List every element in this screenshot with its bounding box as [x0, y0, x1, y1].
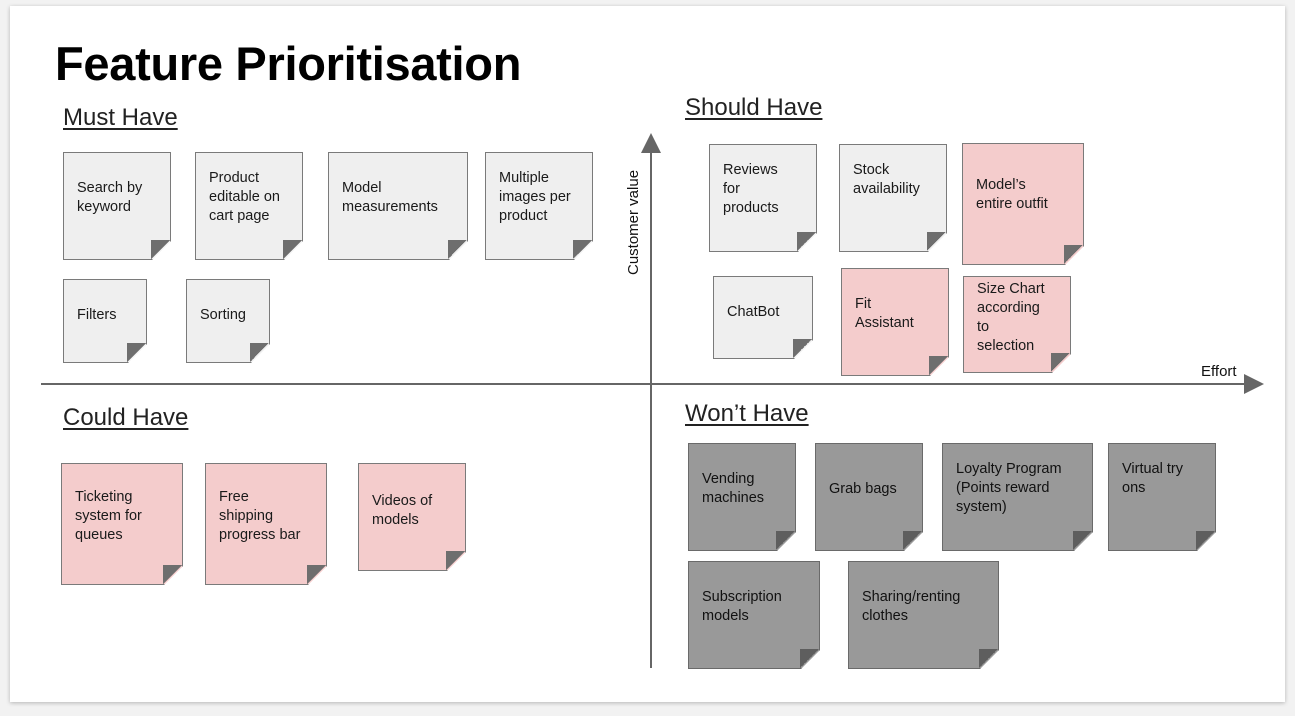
- note-text: Reviews for products: [723, 162, 779, 216]
- note-models-entire-outfit[interactable]: Model’s entire outfit: [962, 143, 1084, 265]
- note-text: Size Chart according to selection: [977, 281, 1045, 354]
- x-axis-label: Effort: [1201, 363, 1237, 380]
- note-text: Search by keyword: [77, 180, 143, 215]
- note-videos-of-models[interactable]: Videos of models: [358, 463, 466, 571]
- heading-must-have: Must Have: [63, 104, 178, 131]
- note-subscription-models[interactable]: Subscription models: [688, 561, 820, 669]
- note-text: Product editable on cart page: [209, 170, 280, 224]
- note-text: Videos of models: [372, 493, 433, 528]
- note-reviews[interactable]: Reviews for products: [709, 144, 817, 252]
- note-loyalty-program[interactable]: Loyalty Program (Points reward system): [942, 443, 1093, 551]
- note-text: Ticketing system for queues: [75, 489, 142, 543]
- note-grab-bags[interactable]: Grab bags: [815, 443, 923, 551]
- note-filters[interactable]: Filters: [63, 279, 147, 363]
- note-text: Stock availability: [853, 162, 920, 197]
- note-fit-assistant[interactable]: Fit Assistant: [841, 268, 949, 376]
- note-multiple-images[interactable]: Multiple images per product: [485, 152, 593, 260]
- note-text: ChatBot: [727, 304, 780, 320]
- note-sharing-renting[interactable]: Sharing/renting clothes: [848, 561, 999, 669]
- note-chatbot[interactable]: ChatBot: [713, 276, 813, 359]
- heading-should-have: Should Have: [685, 94, 823, 121]
- heading-could-have: Could Have: [63, 404, 189, 431]
- note-text: Loyalty Program (Points reward system): [956, 461, 1062, 515]
- note-text: Sharing/renting clothes: [862, 589, 961, 624]
- note-size-chart[interactable]: Size Chart according to selection: [963, 276, 1071, 373]
- slide-title: Feature Prioritisation: [55, 37, 522, 90]
- note-sorting[interactable]: Sorting: [186, 279, 270, 363]
- note-product-editable[interactable]: Product editable on cart page: [195, 152, 303, 260]
- note-text: Subscription models: [702, 589, 782, 624]
- note-text: Virtual try ons: [1122, 461, 1183, 496]
- note-stock-availability[interactable]: Stock availability: [839, 144, 947, 252]
- note-text: Vending machines: [702, 471, 765, 506]
- note-virtual-try-ons[interactable]: Virtual try ons: [1108, 443, 1216, 551]
- note-text: Free shipping progress bar: [219, 489, 301, 543]
- note-text: Model’s entire outfit: [976, 177, 1048, 212]
- note-vending-machines[interactable]: Vending machines: [688, 443, 796, 551]
- note-ticketing-system[interactable]: Ticketing system for queues: [61, 463, 183, 585]
- note-search-by-keyword[interactable]: Search by keyword: [63, 152, 171, 260]
- note-text: Filters: [77, 307, 117, 323]
- slide-canvas: Feature Prioritisation Effort Customer v…: [10, 6, 1285, 702]
- note-text: Model measurements: [342, 180, 438, 215]
- heading-wont-have: Won’t Have: [685, 400, 809, 427]
- note-text: Sorting: [200, 307, 246, 323]
- note-text: Multiple images per product: [499, 170, 571, 224]
- note-model-measurements[interactable]: Model measurements: [328, 152, 468, 260]
- y-axis-label: Customer value: [625, 169, 642, 275]
- note-free-shipping[interactable]: Free shipping progress bar: [205, 463, 327, 585]
- axes: [41, 133, 1264, 668]
- note-text: Fit Assistant: [855, 296, 914, 331]
- note-text: Grab bags: [829, 481, 897, 497]
